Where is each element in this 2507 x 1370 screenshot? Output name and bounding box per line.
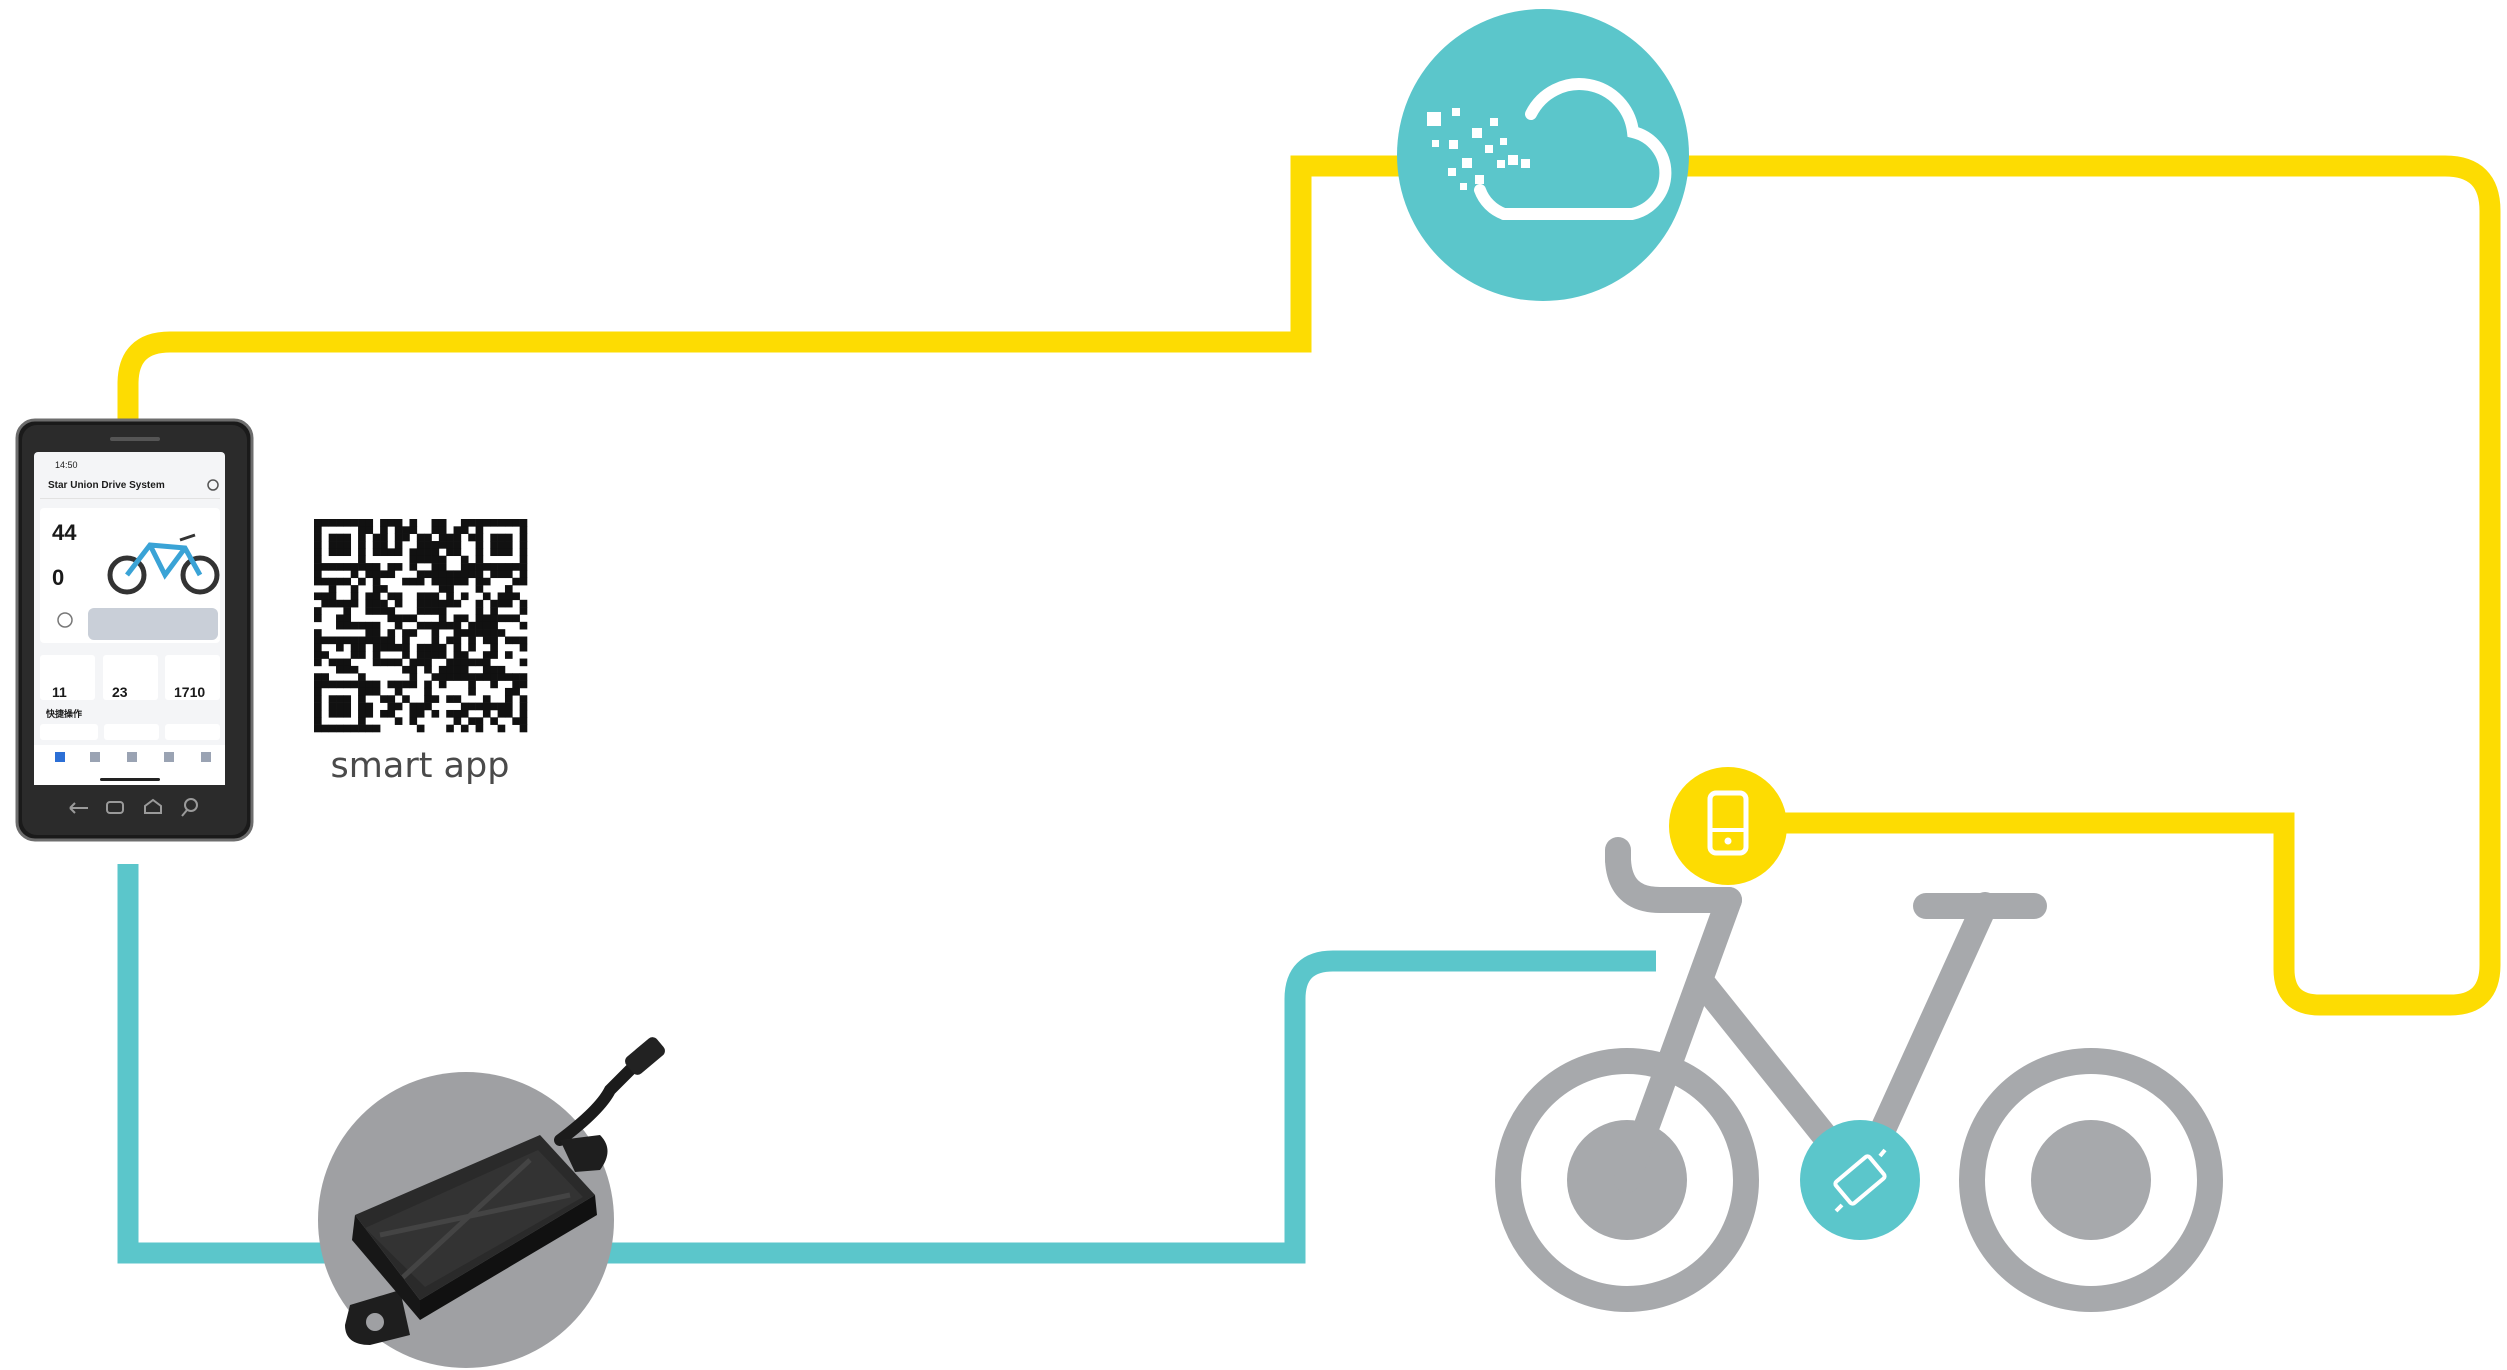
controller-node [1800,1120,1920,1240]
smartphone-icon: 14:50 Star Union Drive System 44 0 11 23… [17,420,252,840]
phone-section-title: 快捷操作 [46,708,82,719]
cloud-node [1397,9,1689,301]
phone-app-title: Star Union Drive System [48,480,165,491]
qr-caption: smart app [331,746,510,786]
qr-code-icon [313,518,528,733]
phone-status-time: 14:50 [55,460,78,470]
phone-stat-1: 44 [52,520,77,545]
display-node [1669,767,1787,885]
iot-module-node [318,1035,667,1368]
phone-card-1: 11 [52,684,67,700]
phone-card-3: 1710 [174,684,205,700]
phone-card-2: 23 [112,684,128,700]
phone-stat-2: 0 [52,565,64,590]
